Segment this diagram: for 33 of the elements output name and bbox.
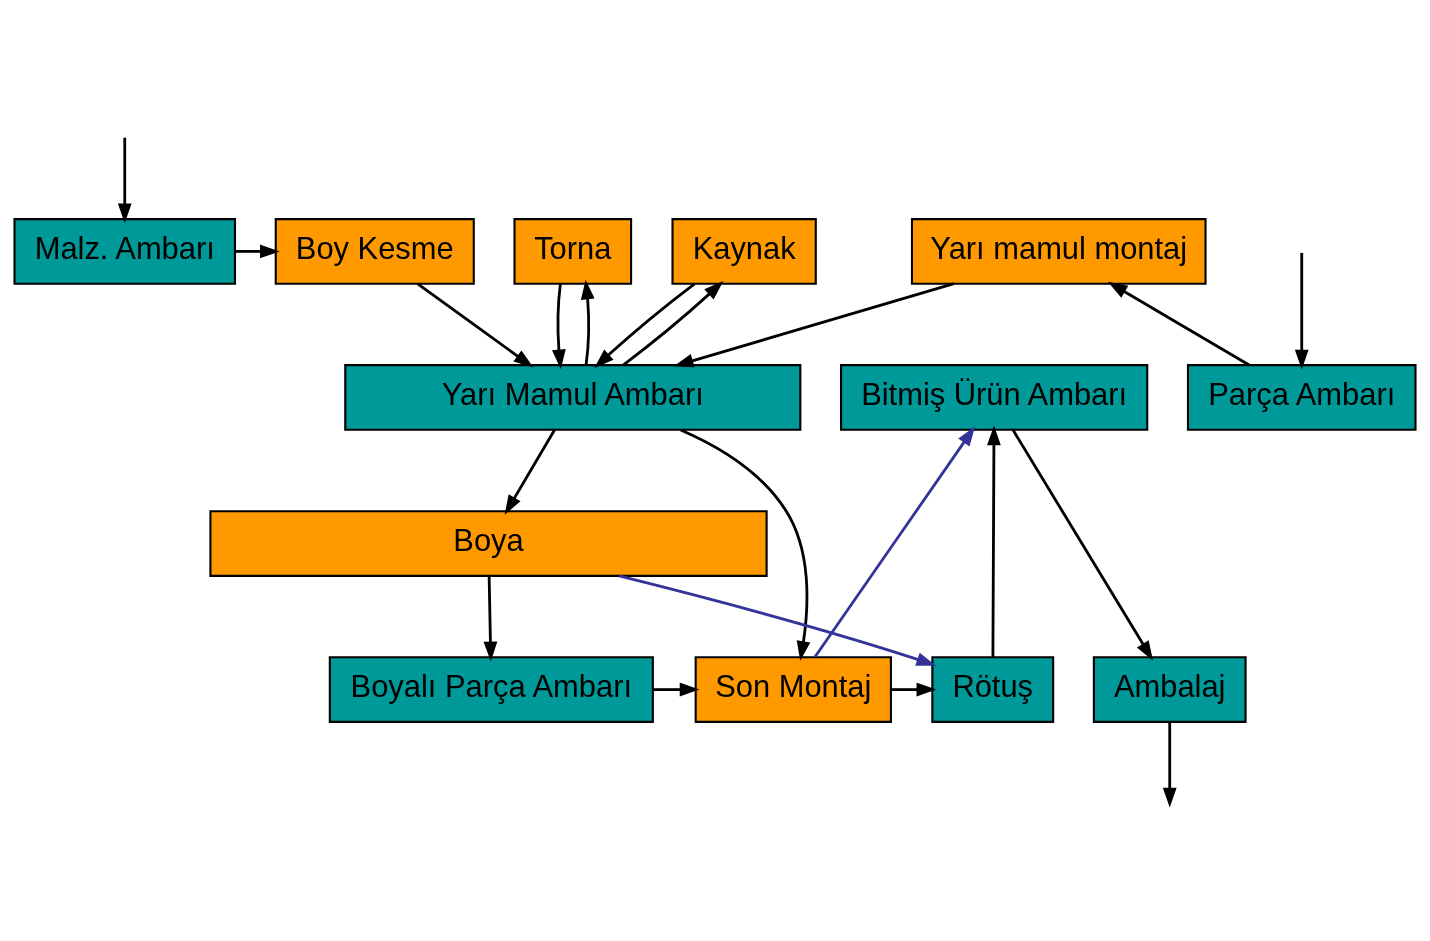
node-box: Ambalaj (1092, 656, 1247, 723)
arrow (594, 282, 696, 368)
arrow (483, 576, 498, 662)
arrow (987, 425, 1001, 658)
arrow (680, 428, 811, 661)
arrow (673, 282, 955, 368)
node-box: Boya (209, 510, 768, 577)
node-box: Son Montaj (694, 656, 892, 723)
arrow (1294, 252, 1309, 370)
arrow (416, 282, 534, 368)
node-box: Torna (513, 218, 633, 285)
node-box: Malz. Ambarı (13, 218, 237, 285)
arrow (618, 574, 937, 666)
arrow (235, 244, 280, 259)
node-box: Bitmiş Ürün Ambarı (840, 364, 1149, 431)
arrow (652, 682, 700, 697)
arrow (1162, 722, 1177, 808)
arrow (1011, 429, 1153, 661)
arrow (813, 426, 976, 658)
node-box: Yarı mamul montaj (910, 218, 1207, 285)
node-box: Boy Kesme (274, 218, 475, 285)
node-box: Boyalı Parça Ambarı (328, 656, 654, 723)
arrow (1107, 281, 1250, 367)
arrow (580, 279, 595, 366)
node-box: Yarı Mamul Ambarı (344, 364, 802, 431)
node-box: Rötuş (931, 656, 1055, 723)
arrow (891, 682, 937, 697)
arrow (552, 283, 566, 370)
node-box: Parça Ambarı (1186, 364, 1417, 431)
node-box: Kaynak (671, 218, 817, 285)
arrow (117, 137, 132, 224)
arrow (504, 429, 556, 515)
arrow (622, 281, 724, 367)
